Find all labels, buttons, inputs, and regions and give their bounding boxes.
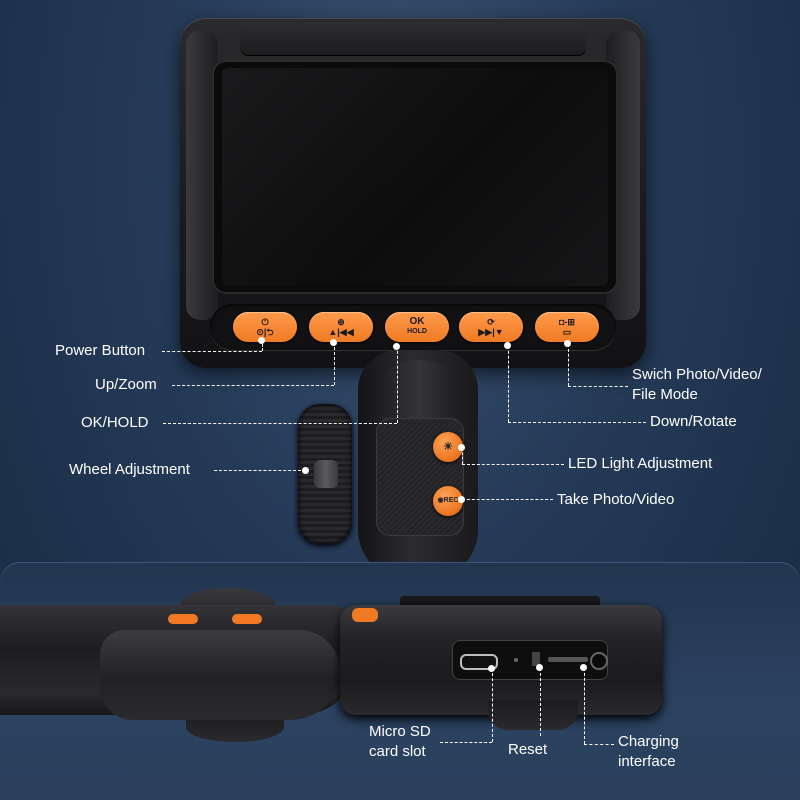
- dot-mode: [564, 340, 571, 347]
- folder-icon: ▭: [562, 327, 572, 337]
- leader-power-v: [262, 340, 263, 351]
- label-take-photo: Take Photo/Video: [557, 491, 675, 508]
- leader-mode-v: [568, 344, 569, 386]
- leader-charging: [584, 744, 614, 745]
- label-switch-mode-2: File Mode: [632, 386, 698, 403]
- record-icon: ◉REC: [437, 497, 459, 504]
- zoom-icon: ⊕: [337, 317, 345, 327]
- dot-upzoom: [330, 339, 337, 346]
- leader-upzoom: [172, 385, 334, 386]
- dot-wheel: [302, 467, 309, 474]
- leader-led: [462, 464, 564, 465]
- power-button[interactable]: ⏻ ⊙|⮌: [233, 312, 297, 342]
- leader-led-v: [462, 448, 463, 464]
- reset-switch[interactable]: [532, 652, 540, 666]
- leader-mode: [568, 386, 628, 387]
- mode-button[interactable]: ◘-⊞ ▭: [535, 312, 599, 342]
- exit-icon: ⊙|⮌: [256, 327, 274, 337]
- display-screen: [222, 68, 608, 286]
- dot-power: [258, 337, 265, 344]
- side-orange-button-1: [168, 614, 198, 624]
- up-rewind-icon: ▲|◀◀: [328, 327, 354, 337]
- wheel-hub: [314, 460, 338, 488]
- label-micro-sd-2: card slot: [369, 743, 426, 760]
- dot-ok: [393, 343, 400, 350]
- label-wheel-adjustment: Wheel Adjustment: [69, 461, 190, 478]
- leader-ok: [163, 423, 397, 424]
- dot-down: [504, 342, 511, 349]
- label-charging-1: Charging: [618, 733, 679, 750]
- leader-wheel: [214, 470, 306, 471]
- dot-reset: [536, 664, 543, 671]
- side-head-orange: [352, 608, 378, 622]
- label-up-zoom: Up/Zoom: [95, 376, 157, 393]
- side-head-neck: [488, 700, 578, 730]
- label-power-button: Power Button: [55, 342, 146, 359]
- label-led-light: LED Light Adjustment: [568, 455, 713, 472]
- ok-text: OK: [409, 316, 425, 327]
- micro-sd-slot[interactable]: [548, 657, 588, 662]
- power-icon: ⏻: [261, 317, 269, 327]
- leader-down: [508, 422, 646, 423]
- camera-video-icon: ◘-⊞: [559, 317, 575, 327]
- leader-reset-v: [540, 668, 541, 736]
- leader-power: [162, 351, 262, 352]
- hold-text: HOLD: [407, 328, 427, 335]
- label-down-rotate: Down/Rotate: [650, 413, 737, 430]
- leader-sd: [440, 742, 492, 743]
- reset-hole[interactable]: [514, 658, 518, 662]
- side-grip: [100, 630, 340, 720]
- label-charging-2: interface: [618, 753, 676, 770]
- label-reset: Reset: [508, 741, 548, 758]
- dot-sd: [488, 665, 495, 672]
- dot-led: [458, 444, 465, 451]
- leader-ok-v: [397, 346, 398, 423]
- dot-charging: [580, 664, 587, 671]
- label-micro-sd-1: Micro SD: [369, 723, 431, 740]
- device-top-grip: [240, 22, 586, 56]
- dot-rec: [458, 496, 465, 503]
- sun-icon: ☀: [443, 441, 453, 453]
- down-rotate-button[interactable]: ⟳ ▶▶|▼: [459, 312, 523, 342]
- charging-jack[interactable]: [590, 652, 608, 670]
- leader-sd-v: [492, 668, 493, 742]
- forward-down-icon: ▶▶|▼: [478, 327, 504, 337]
- side-orange-button-2: [232, 614, 262, 624]
- label-switch-mode-1: Swich Photo/Video/: [632, 366, 762, 383]
- leader-down-v: [508, 346, 509, 422]
- leader-rec: [462, 499, 553, 500]
- label-ok-hold: OK/HOLD: [81, 414, 149, 431]
- leader-upzoom-v: [334, 342, 335, 385]
- up-zoom-button[interactable]: ⊕ ▲|◀◀: [309, 312, 373, 342]
- leader-charging-v: [584, 668, 585, 744]
- ok-hold-button[interactable]: OK HOLD: [385, 312, 449, 342]
- rotate-icon: ⟳: [487, 317, 495, 327]
